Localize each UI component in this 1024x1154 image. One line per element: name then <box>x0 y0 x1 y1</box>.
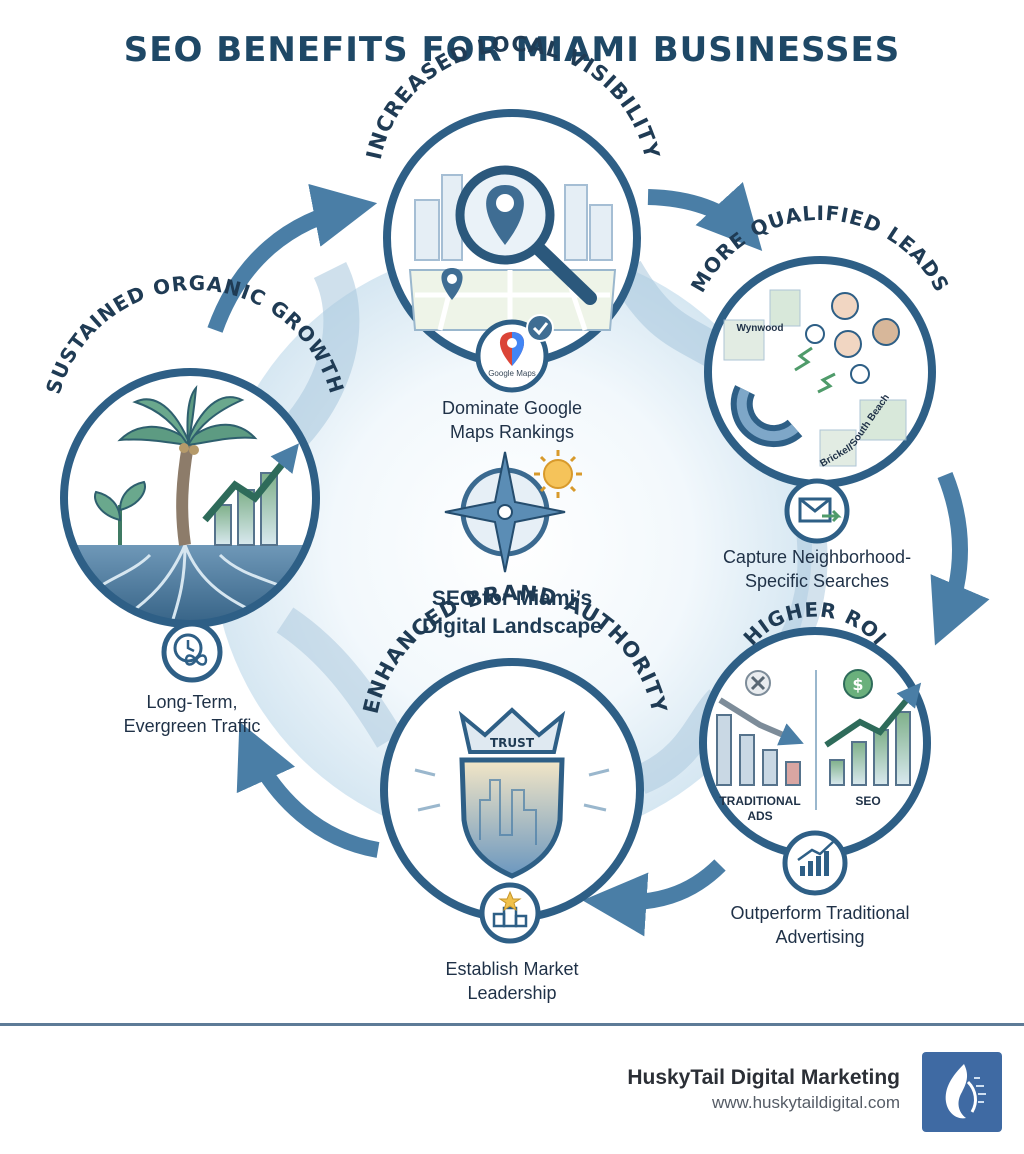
seo-label: SEO <box>855 794 880 808</box>
caption-growth-line2: Evergreen Traffic <box>123 716 261 736</box>
caption-visibility-line2: Maps Rankings <box>449 422 575 442</box>
rising-bars-icon: $ <box>824 669 922 786</box>
company-name: HuskyTail Digital Marketing <box>627 1066 900 1089</box>
customer-avatars <box>805 292 900 384</box>
cycle-arrow <box>930 472 990 646</box>
caption-growth: Long-Term, Evergreen Traffic <box>92 690 292 738</box>
crown-icon: TRUST <box>458 707 566 754</box>
compass-icon <box>444 451 566 573</box>
center-label-line1: SEO for Miami’s <box>431 587 593 610</box>
palm-tree-icon <box>117 384 258 546</box>
clock-icon <box>173 633 203 663</box>
cycle-arrow <box>207 183 378 333</box>
caption-visibility-line1: Dominate Google <box>441 398 583 418</box>
svg-text:$: $ <box>852 675 863 694</box>
sun-icon <box>534 450 582 498</box>
page-title: SEO BENEFITS FOR MIAMI BUSINESSES <box>123 30 901 70</box>
declining-bars-icon <box>716 670 804 786</box>
cycle-arrow <box>236 721 380 858</box>
caption-roi-line2: Advertising <box>775 927 865 947</box>
company-logo <box>922 1052 1002 1132</box>
flow-ribbon <box>276 607 403 748</box>
envelope-badge <box>784 478 850 544</box>
cycle-arrow <box>582 859 726 937</box>
map-label-wynwood: Wynwood <box>736 323 783 334</box>
traditional-ads-label: TRADITIONAL <box>719 794 800 808</box>
caption-leads-line2: Specific Searches <box>744 571 890 591</box>
shield-icon <box>459 757 565 879</box>
caption-leads: Capture Neighborhood- Specific Searches <box>697 545 937 593</box>
caption-growth-line1: Long-Term, <box>146 692 238 712</box>
neighborhood-map-icon <box>723 289 907 467</box>
company-url[interactable]: www.huskytaildigital.com <box>711 1093 900 1112</box>
map-pin-icon <box>441 268 463 300</box>
caption-roi-line1: Outperform Traditional <box>730 903 910 923</box>
caption-authority: Establish Market Leadership <box>412 957 612 1005</box>
podium-star-badge <box>479 882 541 944</box>
caption-authority-line1: Establish Market <box>445 959 579 979</box>
growth-bars-icon <box>202 443 300 546</box>
check-icon <box>526 314 554 342</box>
center-label-line2: Digital Landscape <box>422 615 602 638</box>
caption-leads-line1: Capture Neighborhood- <box>722 547 912 567</box>
caption-roi: Outperform Traditional Advertising <box>700 901 940 949</box>
footer-divider <box>0 1023 1024 1026</box>
benefits-cycle-diagram: INCREASED LOCAL VISIBILITY Google Maps W… <box>41 32 990 944</box>
clock-infinity-badge <box>161 621 223 683</box>
dollar-icon <box>843 669 873 699</box>
roots <box>83 544 291 624</box>
node-visibility: INCREASED LOCAL VISIBILITY Google Maps <box>362 32 663 393</box>
google-maps-label: Google Maps <box>488 369 536 378</box>
google-maps-badge: Google Maps <box>475 314 554 393</box>
infinity-icon <box>184 654 208 666</box>
star-icon <box>498 890 522 912</box>
sprout-icon <box>94 480 146 545</box>
caption-authority-line2: Leadership <box>467 983 557 1003</box>
cycle-arrow <box>647 182 763 251</box>
center-label: SEO for Miami’s Digital Landscape <box>380 585 644 641</box>
husky-tail-logo-icon <box>945 1064 986 1119</box>
city-skyline-icon <box>414 174 613 261</box>
caption-visibility: Dominate Google Maps Rankings <box>412 396 612 444</box>
trust-label: TRUST <box>490 736 535 750</box>
traditional-ads-label-line2: ADS <box>747 809 772 823</box>
magnet-icon <box>730 385 803 448</box>
magnifier-icon <box>455 165 597 305</box>
growth-chart-badge <box>782 830 848 896</box>
